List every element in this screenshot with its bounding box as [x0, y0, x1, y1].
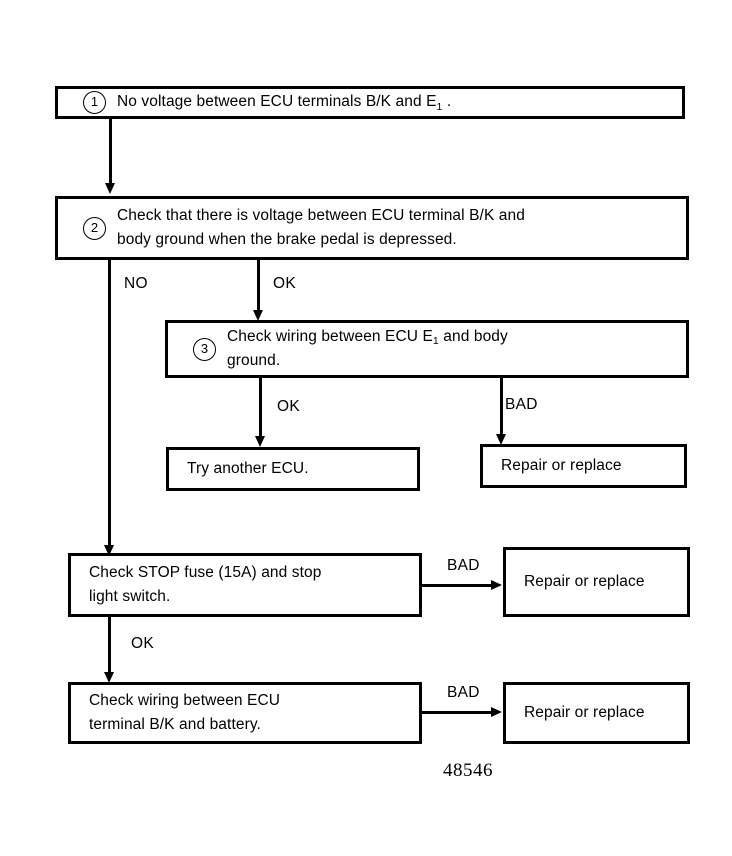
node-step-1[interactable]: 1 No voltage between ECU terminals B/K a…	[55, 86, 685, 119]
node-repair-or-replace-battery-label: Repair or replace	[524, 703, 645, 721]
node-step-1-label: No voltage between ECU terminals B/K and…	[117, 90, 682, 114]
arrow-fuse-bad	[491, 580, 502, 590]
edge-label-fuse-ok: OK	[131, 635, 154, 652]
step-3-marker-wrap: 3	[193, 337, 227, 361]
node-step-1-text-b: .	[442, 93, 452, 111]
node-repair-or-replace-step3[interactable]: Repair or replace	[480, 444, 687, 488]
node-check-stop-fuse-line1: Check STOP fuse (15A) and stop	[89, 563, 322, 581]
edge-label-wiring-bad: BAD	[447, 684, 480, 701]
node-repair-or-replace-fuse-label: Repair or replace	[524, 572, 645, 590]
arrow-wiring-bad	[491, 707, 502, 717]
step-2-marker: 2	[83, 216, 106, 240]
step-1-marker-wrap: 1	[83, 90, 117, 114]
node-check-wiring-battery-line2: terminal B/K and battery.	[89, 716, 261, 733]
node-step-3-subscript: 1	[432, 335, 439, 348]
node-repair-or-replace-battery[interactable]: Repair or replace	[503, 682, 690, 744]
step-2-marker-wrap: 2	[83, 216, 117, 240]
node-check-stop-fuse-label: Check STOP fuse (15A) and stop light swit…	[89, 561, 419, 609]
node-check-stop-fuse[interactable]: Check STOP fuse (15A) and stop light swit…	[68, 553, 422, 617]
step-3-marker: 3	[193, 337, 216, 361]
node-step-2-line2: body ground when the brake pedal is depr…	[117, 231, 457, 248]
arrow-step2-no	[104, 545, 114, 556]
node-try-another-ecu[interactable]: Try another ECU.	[166, 447, 420, 491]
edge-label-fuse-bad: BAD	[447, 557, 480, 574]
connector-step3-ok	[259, 378, 262, 438]
figure-number: 48546	[443, 760, 493, 781]
connector-step3-bad	[500, 378, 503, 436]
node-repair-or-replace-fuse[interactable]: Repair or replace	[503, 547, 690, 617]
node-check-stop-fuse-line2: light switch.	[89, 588, 171, 605]
connector-fuse-ok	[108, 617, 111, 674]
node-step-2-label: Check that there is voltage between ECU …	[117, 204, 686, 252]
node-step-3-text-b: and body	[438, 327, 508, 345]
node-step-2[interactable]: 2 Check that there is voltage between EC…	[55, 196, 689, 260]
edge-label-step3-ok: OK	[277, 398, 300, 415]
node-step-3-line2: ground.	[227, 352, 281, 369]
node-step-3[interactable]: 3 Check wiring between ECU E1 and body gr…	[165, 320, 689, 378]
node-check-wiring-battery-line1: Check wiring between ECU	[89, 691, 281, 709]
node-step-1-text-a: No voltage between ECU terminals B/K and…	[117, 93, 437, 111]
edge-label-step2-no: NO	[124, 275, 148, 292]
node-check-wiring-battery[interactable]: Check wiring between ECU terminal B/K and…	[68, 682, 422, 744]
arrow-step3-bad	[496, 434, 506, 445]
arrow-step3-ok	[255, 436, 265, 447]
connector-step2-ok	[257, 260, 260, 312]
node-check-wiring-battery-label: Check wiring between ECU terminal B/K and…	[89, 689, 419, 737]
arrow-step2-ok	[253, 310, 263, 321]
node-step-3-text-a: Check wiring between ECU E	[227, 327, 433, 345]
connector-step2-no	[108, 260, 111, 547]
node-step-2-line1: Check that there is voltage between ECU …	[117, 206, 525, 224]
step-1-marker: 1	[83, 90, 106, 114]
node-step-1-subscript: 1	[436, 100, 443, 113]
node-repair-or-replace-step3-label: Repair or replace	[501, 456, 622, 474]
node-try-another-ecu-label: Try another ECU.	[187, 459, 309, 477]
arrow-step1-to-step2	[105, 183, 115, 194]
edge-label-step3-bad: BAD	[505, 396, 538, 413]
connector-wiring-bad	[422, 711, 492, 714]
node-step-3-label: Check wiring between ECU E1 and body grou…	[227, 325, 686, 373]
arrow-fuse-ok	[104, 672, 114, 683]
edge-label-step2-ok: OK	[273, 275, 296, 292]
connector-step1-to-step2	[109, 119, 112, 184]
connector-fuse-bad	[422, 584, 492, 587]
